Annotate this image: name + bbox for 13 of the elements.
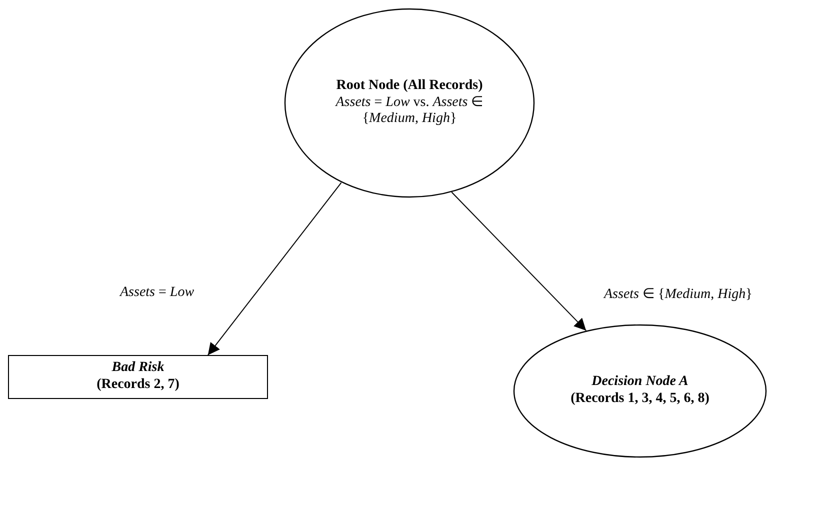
- edge-label: Assets = Low: [120, 285, 194, 301]
- arrow: [451, 192, 587, 332]
- node-text: (Records 2, 7): [96, 377, 180, 394]
- node-title: Root Node (All Records): [336, 78, 483, 95]
- node-text: (Records 1, 3, 4, 5, 6, 8): [570, 391, 710, 408]
- ellipse-node: [513, 324, 767, 458]
- edge-label: Assets ∈ {Medium, High}: [604, 286, 752, 303]
- process-box: [8, 355, 268, 399]
- node-title: Bad Risk: [112, 360, 164, 377]
- node-title: Decision Node A: [592, 374, 688, 391]
- arrow: [207, 182, 342, 356]
- node-text: Assets = Low vs. Assets ∈ {Medium, High}: [334, 94, 484, 128]
- ellipse-node: [284, 8, 535, 198]
